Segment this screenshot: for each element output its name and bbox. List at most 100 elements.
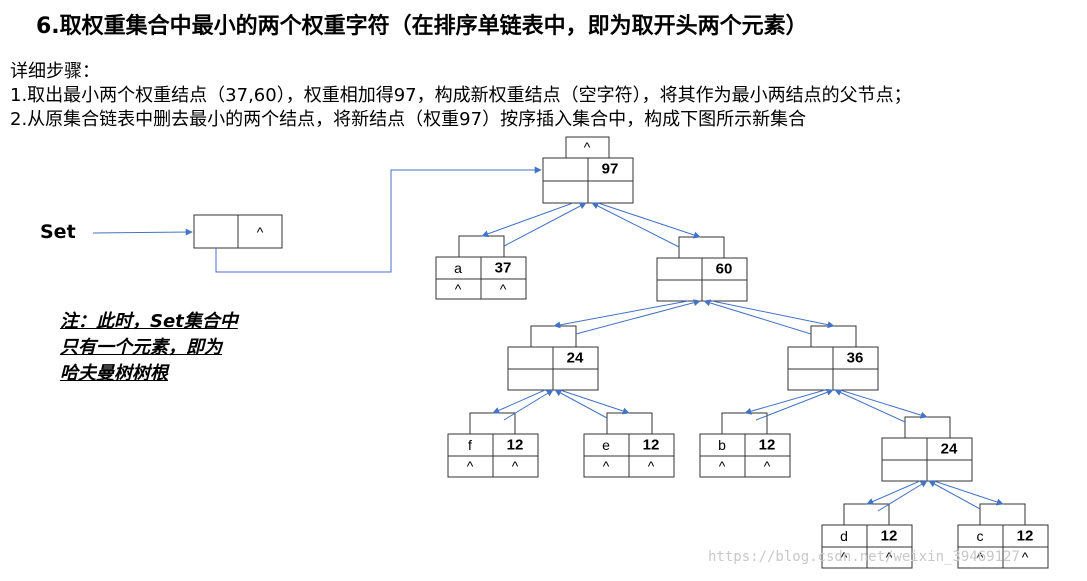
step-1: 1.取出最小两个权重结点（37,60），权重相加得97，构成新权重结点（空字符）… (10, 85, 912, 106)
edge-60-to-24 (553, 300, 689, 329)
edge-36-to-60 (703, 299, 812, 335)
node-f: f 12 ^ ^ (447, 412, 539, 478)
edge-b-to-36 (755, 389, 834, 421)
note-line-2: 只有一个元素，即为 (60, 337, 222, 358)
note: 注：此时，Set集合中 只有一个元素，即为 哈夫曼树树根 (60, 309, 238, 387)
node-60-char-cell (656, 257, 703, 281)
node-24-right-char-cell (881, 437, 928, 461)
note-line-3: 哈夫曼树树根 (60, 363, 168, 384)
note-line-1: 注：此时，Set集合中 (60, 311, 238, 332)
node-d-weight: 12 (881, 528, 898, 545)
set-arrow (92, 228, 193, 236)
edge-e-to-24 (554, 389, 608, 419)
node-f-left: ^ (467, 458, 474, 474)
edge-24-to-f (492, 389, 546, 414)
node-f-top-cell (469, 412, 516, 435)
root-node-weight: 97 (602, 161, 619, 178)
node-e: e 12 ^ ^ (583, 412, 675, 478)
set-node-cell-2-text: ^ (257, 224, 264, 240)
node-d-top-cell (843, 503, 890, 526)
edge-f-to-24 (503, 389, 554, 421)
node-c-right-cell (1002, 546, 1049, 569)
node-b-char: b (718, 437, 726, 453)
node-24-right-left-cell (881, 459, 928, 482)
edge-24b-to-36 (834, 389, 906, 423)
edge-root-to-60 (597, 202, 701, 239)
edge-36-to-24b (839, 389, 928, 419)
node-c-left: ^ (977, 549, 984, 565)
watermark: https://blog.csdn.net/weixin_39469127 (708, 549, 1020, 565)
node-b-right: ^ (764, 458, 771, 474)
node-b-top-cell (721, 412, 768, 435)
node-36-weight: 36 (847, 350, 864, 367)
root-node: ^ 97 (542, 136, 634, 204)
node-24-left-top-cell (530, 325, 577, 348)
edge-d-to-24b (877, 480, 928, 512)
node-24-right-top-cell (904, 416, 951, 439)
root-node-char-cell (542, 157, 589, 182)
node-60-weight: 60 (716, 261, 733, 278)
node-b-right-cell (744, 455, 791, 478)
steps-heading: 详细步骤： (10, 61, 100, 82)
set-label: Set (40, 221, 76, 243)
node-24-left: 24 (507, 325, 599, 391)
node-24-left-char-cell (507, 346, 554, 370)
node-36-left-cell (787, 368, 834, 391)
node-e-top-cell (606, 412, 653, 435)
steps-text: 详细步骤： 1.取出最小两个权重结点（37,60），权重相加得97，构成新权重结… (10, 60, 912, 132)
edge-36-to-b (744, 389, 826, 415)
edge-24b-to-c (933, 480, 1004, 506)
set-node: ^ (193, 214, 283, 249)
edge-60-to-root (591, 202, 680, 248)
node-e-right: ^ (648, 458, 655, 474)
node-d-char: d (840, 528, 848, 544)
edge-60-to-36 (711, 300, 835, 329)
node-24-right-right-cell (926, 459, 973, 482)
node-36-char-cell (787, 346, 834, 370)
node-d-right: ^ (886, 549, 893, 565)
edge-a-to-root (503, 202, 587, 247)
node-c-char: c (977, 528, 984, 544)
node-a-weight: 37 (495, 260, 512, 277)
node-60-right-cell (701, 279, 748, 302)
node-60-top-cell (678, 236, 725, 259)
node-e-right-cell (628, 455, 675, 478)
node-b: b 12 ^ ^ (699, 412, 791, 478)
node-e-char: e (602, 437, 610, 453)
node-e-weight: 12 (643, 437, 660, 454)
node-a-top-cell (458, 235, 505, 258)
root-node-right-cell (587, 180, 634, 204)
edge-24-to-60 (575, 299, 701, 335)
edge-24b-to-d (866, 480, 921, 505)
node-c: c 12 ^ ^ (957, 503, 1049, 569)
set-node-cell-2 (237, 214, 283, 249)
edge-c-to-24b (928, 480, 981, 510)
node-a-char: a (454, 260, 462, 276)
node-a-left: ^ (455, 281, 462, 297)
page-title: 6.取权重集合中最小的两个权重字符（在排序单链表中，即为取开头两个元素） (36, 14, 808, 39)
node-24-left-weight: 24 (567, 350, 584, 367)
node-a-right: ^ (500, 281, 507, 297)
node-f-weight: 12 (507, 437, 524, 454)
node-60-left-cell (656, 279, 703, 302)
node-36-right-cell (832, 368, 879, 391)
node-b-weight: 12 (759, 437, 776, 454)
set-to-root-connector (215, 166, 542, 273)
node-f-char: f (468, 437, 472, 453)
node-e-left: ^ (603, 458, 610, 474)
node-a: a 37 ^ ^ (435, 235, 527, 300)
node-d-left: ^ (841, 549, 848, 565)
node-36-top-cell (810, 325, 857, 348)
step-2: 2.从原集合链表中删去最小的两个结点，将新结点（权重97）按序插入集合中，构成下… (10, 109, 807, 130)
node-d: d 12 ^ ^ (821, 503, 913, 569)
node-24-right-weight: 24 (941, 441, 958, 458)
node-b-left: ^ (719, 458, 726, 474)
node-c-right: ^ (1022, 549, 1029, 565)
node-36: 36 (787, 325, 879, 391)
node-24-left-left-cell (507, 368, 554, 391)
node-c-weight: 12 (1017, 528, 1034, 545)
node-60: 60 (656, 236, 748, 302)
node-f-right: ^ (512, 458, 519, 474)
set-node-cell-1 (193, 214, 239, 249)
